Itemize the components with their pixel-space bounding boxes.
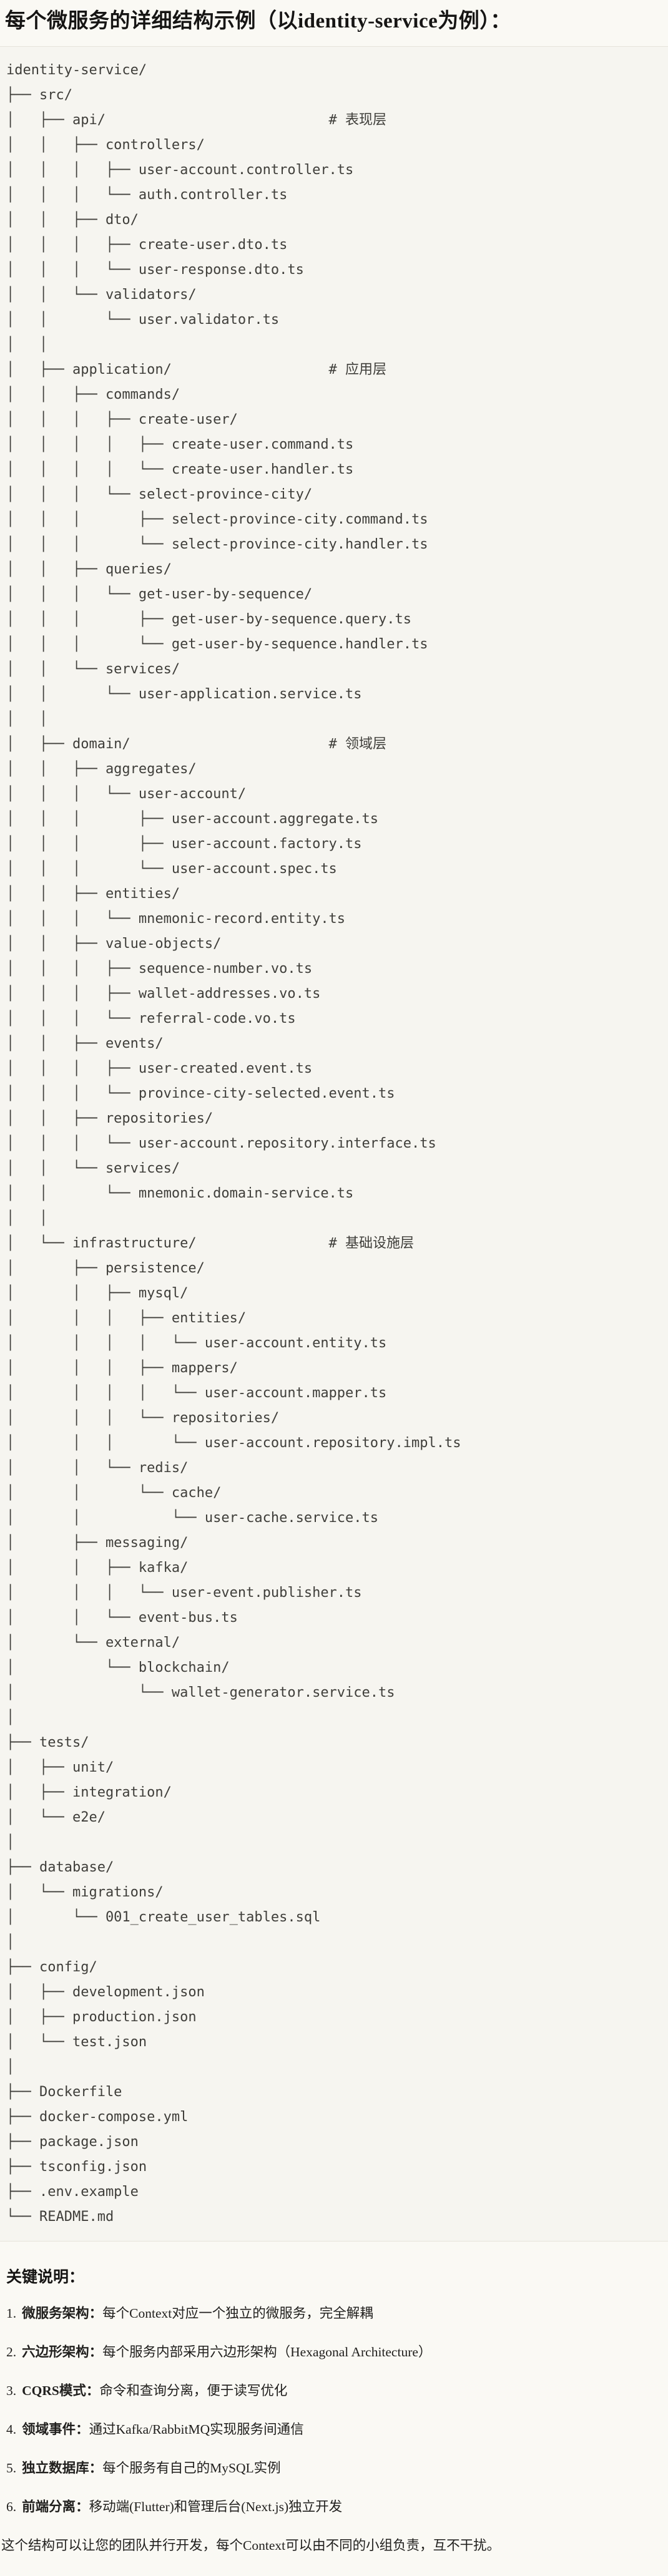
list-item: 1. 微服务架构：每个Context对应一个独立的微服务，完全解耦: [6, 2304, 662, 2323]
item-term: 独立数据库：: [22, 2460, 103, 2476]
list-item: 4. 领域事件：通过Kafka/RabbitMQ实现服务间通信: [6, 2420, 662, 2439]
item-term: 前端分离：: [22, 2499, 89, 2514]
list-item: 2. 六边形架构：每个服务内部采用六边形架构（Hexagonal Architec…: [6, 2343, 662, 2361]
page-title: 每个微服务的详细结构示例（以identity-service为例）：: [5, 10, 511, 32]
item-number: 4.: [6, 2421, 17, 2437]
item-description: 移动端(Flutter)和管理后台(Next.js)独立开发: [89, 2499, 343, 2514]
item-term: 微服务架构：: [22, 2305, 103, 2321]
item-description: 命令和查询分离，便于读写优化: [99, 2383, 288, 2398]
item-term: CQRS模式：: [22, 2383, 100, 2398]
notes-heading: 关键说明：: [6, 2268, 85, 2286]
list-item: 3. CQRS模式：命令和查询分离，便于读写优化: [6, 2381, 662, 2400]
list-item: 6. 前端分离：移动端(Flutter)和管理后台(Next.js)独立开发: [6, 2497, 662, 2516]
item-description: 每个Context对应一个独立的微服务，完全解耦: [102, 2305, 373, 2321]
item-description: 每个服务内部采用六边形架构（Hexagonal Architecture）: [102, 2344, 432, 2359]
item-number: 3.: [6, 2383, 17, 2398]
item-number: 2.: [6, 2344, 17, 2359]
document-page: 每个微服务的详细结构示例（以identity-service为例）： ident…: [0, 7, 668, 2574]
list-item: 5. 独立数据库：每个服务有自己的MySQL实例: [6, 2459, 662, 2477]
closing-paragraph: 这个结构可以让您的团队并行开发，每个Context可以由不同的小组负责，互不干扰…: [1, 2537, 501, 2553]
item-term: 领域事件：: [22, 2421, 89, 2437]
item-description: 通过Kafka/RabbitMQ实现服务间通信: [89, 2421, 304, 2437]
notes-list: 1. 微服务架构：每个Context对应一个独立的微服务，完全解耦 2. 六边形架构…: [6, 2304, 662, 2516]
item-number: 5.: [6, 2460, 17, 2476]
directory-tree-code-block: identity-service/ ├── src/ │ ├── api/ # …: [0, 46, 668, 2242]
key-notes-section: 关键说明： 1. 微服务架构：每个Context对应一个独立的微服务，完全解耦 2…: [0, 2265, 668, 2555]
item-description: 每个服务有自己的MySQL实例: [102, 2460, 281, 2476]
item-number: 1.: [6, 2305, 17, 2321]
item-term: 六边形架构：: [22, 2344, 103, 2359]
item-number: 6.: [6, 2499, 17, 2514]
